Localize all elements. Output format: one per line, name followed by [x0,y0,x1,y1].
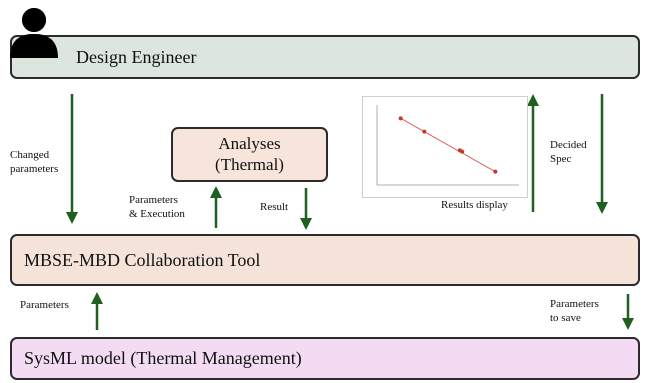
arrow-parameters-to-save [622,294,634,330]
result-label: Result [260,201,289,213]
arrow-result [300,188,312,230]
parameters-to-save-label: Parameters to save [550,298,599,325]
sysml-model-label: SysML model (Thermal Management) [24,348,302,368]
plot-point [398,116,403,121]
collaboration-tool-label: MBSE-MBD Collaboration Tool [24,249,261,270]
decided-spec-label: Decided Spec [550,139,587,166]
changed-parameters-label: Changed parameters [10,149,59,176]
results-display-label: Results display [441,199,508,211]
plot-point [493,169,498,174]
plot-point [422,129,427,134]
design-engineer-box: Design Engineer [10,35,640,79]
analyses-label: Analyses (Thermal) [215,134,284,174]
arrow-results-display [527,94,539,212]
collaboration-tool-box: MBSE-MBD Collaboration Tool [10,234,640,286]
plot-axes [376,105,519,186]
arrow-parameters [91,292,103,330]
sysml-model-box: SysML model (Thermal Management) [10,337,640,380]
arrow-changed-parameters [66,94,78,224]
parameters-label: Parameters [20,299,69,311]
parameters-execution-label: Parameters & Execution [129,194,185,221]
plot-point [460,149,465,154]
arrow-decided-spec [596,94,608,214]
plot-trend-line [400,117,496,173]
plot-marks [398,116,498,174]
arrow-parameters-execution [210,186,222,228]
person-icon-overlay [10,8,58,58]
results-plot [362,96,528,198]
design-engineer-label: Design Engineer [76,46,197,67]
analyses-box: Analyses (Thermal) [171,127,328,182]
